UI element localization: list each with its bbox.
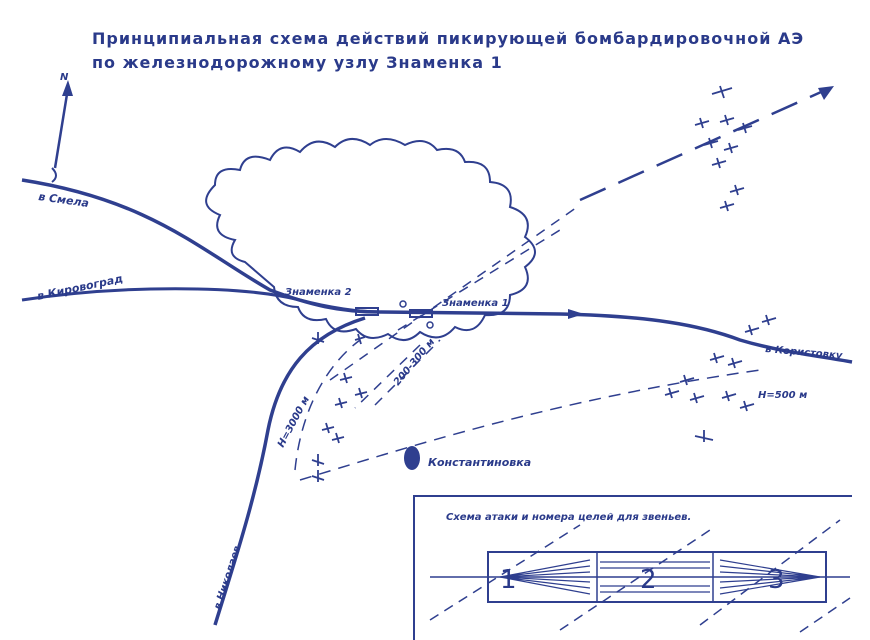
inset-target-2: 2 <box>640 565 657 595</box>
label-znamenka1: Знаменка 1 <box>442 298 509 309</box>
inset-target-1: 1 <box>500 565 517 595</box>
aircraft-formation-right <box>664 314 777 442</box>
inset-target-3: 3 <box>768 565 785 595</box>
label-znamenka2: Знаменка 2 <box>285 287 352 298</box>
label-distance: 200-300 м <box>392 337 437 388</box>
map-title-line1: Принципиальная схема действий пикирующей… <box>92 29 804 48</box>
inset-title: Схема атаки и номера целей для звеньев. <box>446 512 691 523</box>
cloud-icon <box>205 138 536 341</box>
konstantinovka-settlement-icon <box>404 446 420 470</box>
label-konstantinovka: Константиновка <box>428 456 531 469</box>
label-korystovka: в Користовку <box>765 344 843 362</box>
attack-route <box>294 86 834 481</box>
aircraft-formation-dive <box>311 332 368 482</box>
label-nikolaev: в Николаев <box>212 545 243 611</box>
label-altitude-500: Н=500 м <box>758 390 807 401</box>
map-title-line2: по железнодорожному узлу Знаменка 1 <box>92 53 503 72</box>
railway-network <box>21 178 853 626</box>
label-kirovograd: в Кировоград <box>36 272 124 303</box>
aircraft-formation-top-right <box>694 85 753 212</box>
north-arrow-icon <box>51 80 73 183</box>
north-label: N <box>60 72 69 83</box>
label-altitude-3000: Н=3000 м <box>276 395 312 450</box>
attack-scheme-inset: Схема атаки и номера целей для звеньев. … <box>413 495 852 640</box>
